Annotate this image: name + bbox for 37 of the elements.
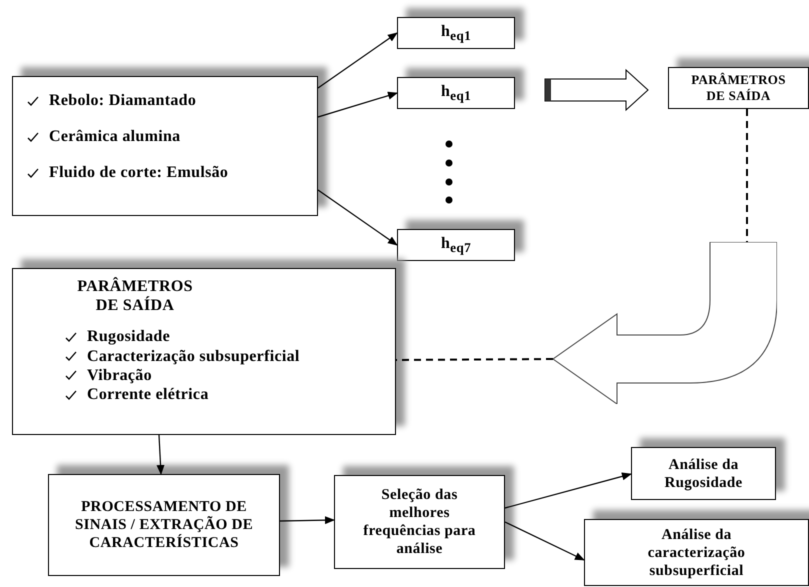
list-item: Vibração <box>87 366 152 385</box>
box-label: h$_{eq1}$ <box>440 22 472 44</box>
process-box <box>397 77 515 109</box>
list-item: Rebolo: Diamantado <box>49 91 196 110</box>
dashed-connector <box>746 109 748 242</box>
arrow <box>504 521 585 561</box>
box-label: h$_{eq7}$ <box>440 234 472 256</box>
block-arrow <box>544 68 649 112</box>
process-box <box>584 519 809 586</box>
box-label: Análise da Rugosidade <box>663 456 744 492</box>
arrow <box>156 434 165 475</box>
process-box <box>631 447 776 500</box>
dashed-connector <box>396 358 553 361</box>
process-box <box>48 474 280 576</box>
arrow <box>504 472 632 509</box>
process-box <box>397 229 515 261</box>
box-heading: PARÂMETROS DE SAÍDA <box>76 277 194 316</box>
list-item: Fluido de corte: Emulsão <box>49 163 228 183</box>
arrow <box>318 190 398 246</box>
box-label: Análise da caracterização subsuperficial <box>646 526 746 580</box>
box-label: PROCESSAMENTO DE SINAIS / EXTRAÇÃO DE CARACTERÍSTICAS <box>74 498 254 552</box>
process-box <box>334 475 505 569</box>
list-item: Cerâmica alumina <box>49 127 180 146</box>
box-label: Seleção das melhores frequências para análise <box>363 486 476 558</box>
list-item: Rugosidade <box>87 327 170 347</box>
process-box <box>397 17 515 49</box>
arrow <box>318 92 398 118</box>
output-box <box>12 268 396 435</box>
list-item: Corrente elétrica <box>87 384 209 404</box>
list-item: Caracterização subsuperficial <box>87 346 300 366</box>
input-box <box>12 76 318 216</box>
arrow <box>318 32 398 88</box>
box-label: h$_{eq1}$ <box>440 82 472 104</box>
box-label: PARÂMETROS DE SAÍDA <box>691 72 786 104</box>
curved-block-arrow <box>553 242 777 404</box>
arrow <box>280 516 335 524</box>
output-box <box>668 67 809 109</box>
